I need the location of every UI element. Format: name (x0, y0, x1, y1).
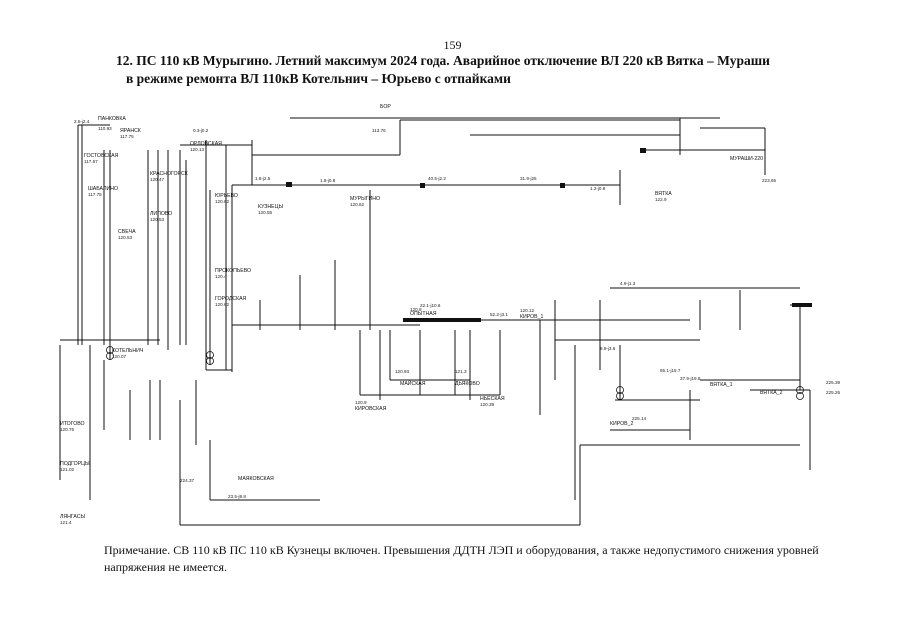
label-vyatka1: ВЯТКА_1 (710, 382, 733, 388)
label-podgorcy: ПОДГОРЦЫ (60, 461, 90, 467)
flow-label: 23.5-j9.8 (228, 494, 246, 499)
label-kirov-voltage: 120.12 (520, 308, 534, 313)
flow-label: 22.1-j10.6 (420, 303, 441, 308)
label-mayakovskaya-voltage: 224.37 (180, 478, 194, 483)
label-itogo-voltage: 120.75 (60, 427, 74, 432)
diagram-labels: ПАНКОВКА 110.93 ГОСТОВСКАЯ 117.67 ШАБАЛИ… (60, 104, 840, 525)
label-kuznecy-voltage: 120.55 (258, 210, 272, 215)
label-shabalino-voltage: 117.75 (88, 192, 102, 197)
label-lipovo-voltage: 120.53 (150, 217, 164, 222)
label-yaransk: ЯРАНСК (120, 128, 141, 134)
label-nyeskaya-voltage: 120.39 (480, 402, 494, 407)
label-murygino: МУРЫГИНО (350, 196, 380, 202)
label-pankovka-voltage: 110.93 (98, 126, 112, 131)
label-bor: БОР (380, 104, 391, 110)
label-lyangasy-voltage: 121.4 (60, 520, 72, 525)
label-dyakovo: ДЬЯКОВО (455, 381, 480, 387)
flow-label: 65.1-j15.7 (660, 368, 681, 373)
diagram-lines (59, 117, 811, 526)
label-pankovka: ПАНКОВКА (98, 116, 126, 122)
title-line-1: 12. ПС 110 кВ Мурыгино. Летний максимум … (116, 53, 770, 68)
label-yuryevo: ЮРЬЕВО (215, 193, 238, 199)
label-dyakovo-voltage: 121.3 (455, 369, 467, 374)
label-orlovskaya: ОРЛОВСКАЯ (190, 141, 222, 147)
label-opytnaya: ОПЫТНАЯ (410, 311, 437, 317)
label-lipovo: ЛИПОВО (150, 211, 172, 217)
label-vyatka1-voltage: 225.39 (826, 380, 840, 385)
flow-label: 2.5-j2.4 (74, 119, 90, 124)
label-prokopyevo: ПРОКОПЬЕВО (215, 268, 251, 274)
label-shabalino: ШАБАЛИНО (88, 186, 118, 192)
label-gorodskaya: ГОРОДСКАЯ (215, 296, 247, 302)
label-bor-voltage: 113.76 (372, 128, 386, 133)
label-kirovs2-voltage: 225.14 (632, 416, 646, 421)
label-murashi: МУРАШИ-220 (730, 156, 763, 162)
label-gostovskaya: ГОСТОВСКАЯ (84, 153, 119, 159)
label-opytnaya-voltage: 120.8 (410, 307, 422, 312)
label-itogo: ИТОГОВО (60, 421, 85, 427)
flow-label: 37.9-j19.8 (680, 376, 701, 381)
label-svecha: СВЕЧА (118, 229, 136, 235)
transformer-symbols (106, 346, 804, 400)
flow-label: 0.3-j0.2 (193, 128, 209, 133)
label-kirovskaya: КИРОВСКАЯ (355, 406, 387, 412)
label-orlovskaya-voltage: 120.13 (190, 147, 204, 152)
flow-label: 1.8-j2.5 (255, 176, 271, 181)
label-gorodskaya-voltage: 120.62 (215, 302, 229, 307)
label-vyatka: ВЯТКА (655, 191, 672, 197)
flow-label: 8.9-j3.6 (600, 346, 616, 351)
flow-label: 1.8-j0.8 (320, 178, 336, 183)
label-vyatka2: ВЯТКА_2 (760, 390, 783, 396)
footnote: Примечание. СВ 110 кВ ПС 110 кВ Кузнецы … (104, 543, 819, 574)
label-kirov: КИРОВ_1 (520, 314, 543, 320)
title-line-2: в режиме ремонта ВЛ 110кВ Котельнич – Юр… (126, 71, 511, 86)
flow-label: 1.2-j0.8 (590, 186, 606, 191)
label-krasnogorsk: КРАСНОГОРСК (150, 171, 188, 177)
flow-labels: 2.5-j2.4 0.3-j0.2 1.8-j2.5 1.8-j0.8 40.5… (74, 119, 701, 499)
label-kuznecy: КУЗНЕЦЫ (258, 204, 283, 210)
label-vyatka-voltage: 122.9 (655, 197, 667, 202)
flow-label: 4.9-j1.3 (620, 281, 636, 286)
label-kotelnich: КОТЕЛЬНИЧ (112, 348, 144, 354)
label-yaransk-voltage: 117.75 (120, 134, 134, 139)
label-mayskaya-voltage: 120.93 (395, 369, 409, 374)
label-lyangasy: ЛЯНГАСЫ (60, 514, 85, 520)
flow-label: 31.9-j25 (520, 176, 537, 181)
label-kirovs2: КИРОВ_2 (610, 421, 633, 427)
page-title: 12. ПС 110 кВ Мурыгино. Летний максимум … (116, 52, 856, 88)
label-kirovskaya-voltage: 120.9 (355, 400, 367, 405)
label-svecha-voltage: 120.53 (118, 235, 132, 240)
page-number: 159 (443, 38, 462, 52)
label-mayskaya: МАЙСКАЯ (400, 379, 426, 387)
label-podgorcy-voltage: 121.02 (60, 467, 74, 472)
label-yuryevo-voltage: 120.62 (215, 199, 229, 204)
label-prokopyevo-voltage: 120.4 (215, 274, 227, 279)
bus-bars (286, 148, 812, 322)
label-vyatka2-voltage: 225.26 (826, 390, 840, 395)
flow-label: 52.2-j3.1 (490, 312, 508, 317)
flow-label: 40.5-j2.2 (428, 176, 446, 181)
label-mayakovskaya: МАЯКОВСКАЯ (238, 476, 274, 482)
label-gostovskaya-voltage: 117.67 (84, 159, 98, 164)
label-nyeskaya: НЬЕСКАЯ (480, 396, 505, 402)
label-krasnogorsk-voltage: 120.47 (150, 177, 164, 182)
label-murygino-voltage: 120.62 (350, 202, 364, 207)
label-murashi-voltage: 223.65 (762, 178, 776, 183)
label-kotelnich-voltage: 120.07 (112, 354, 126, 359)
